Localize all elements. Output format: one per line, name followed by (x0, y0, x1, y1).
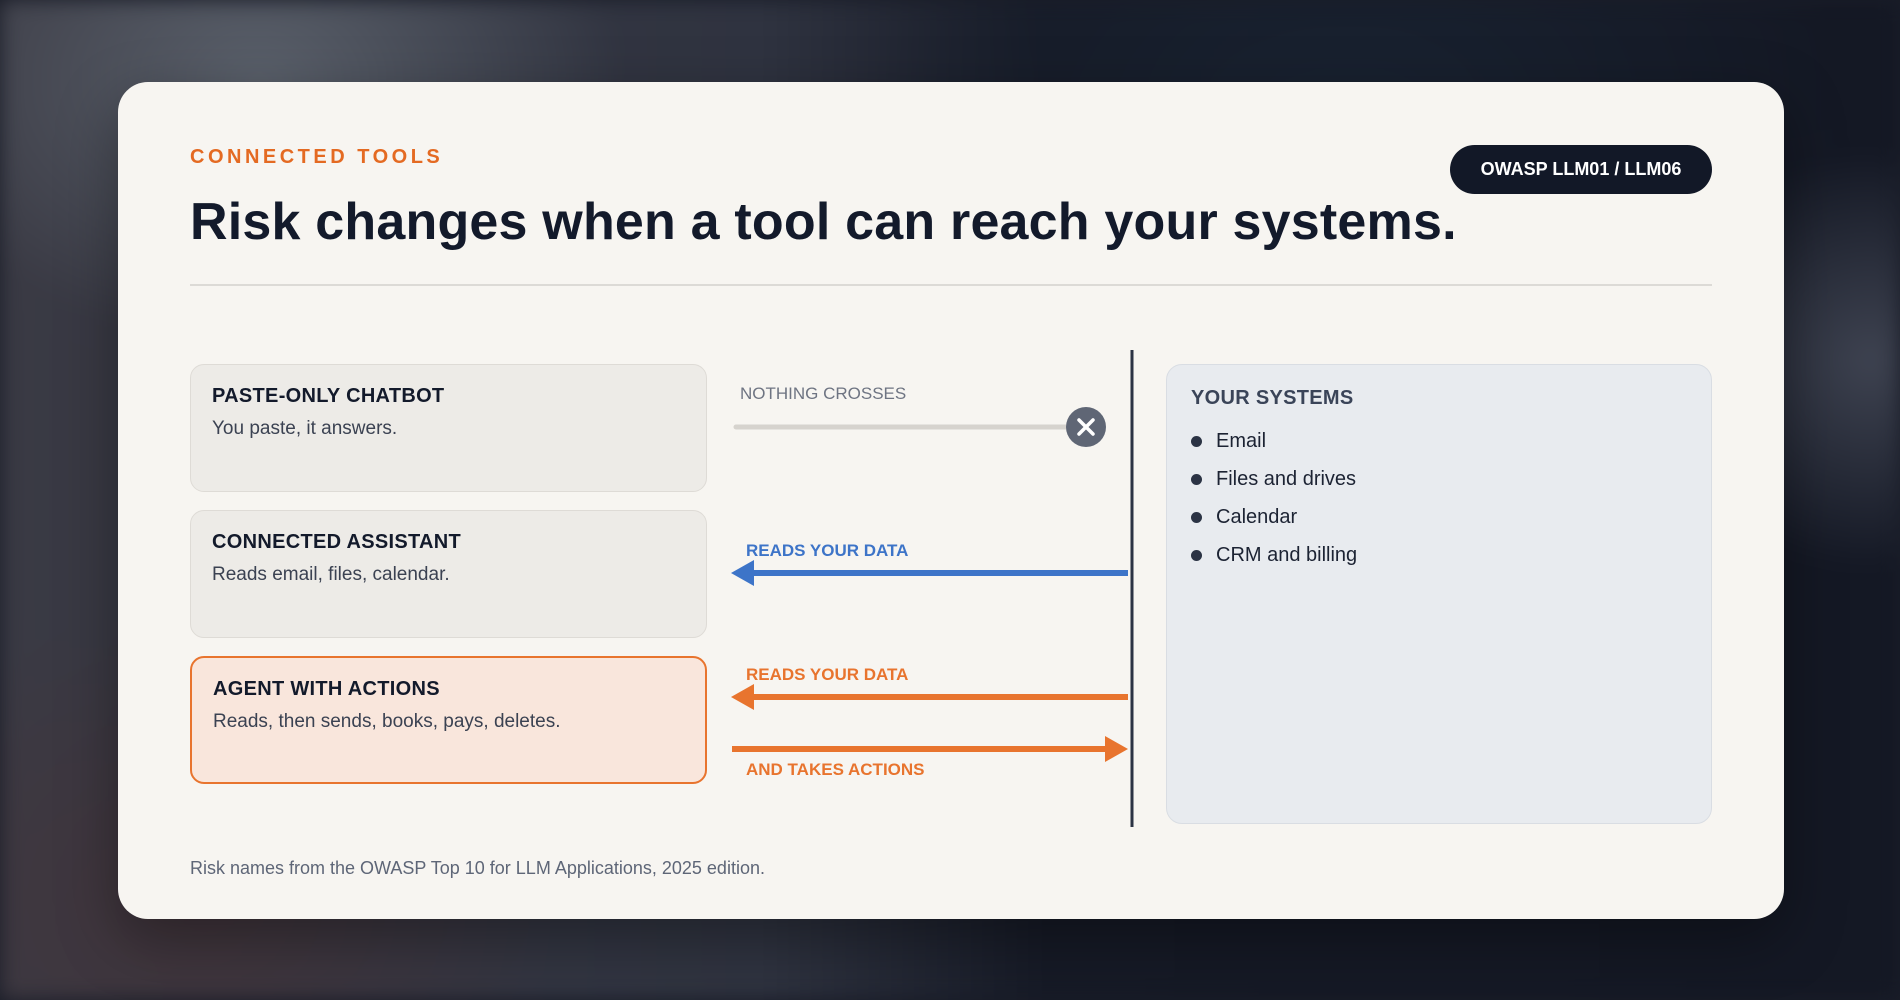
systems-title: YOUR SYSTEMS (1191, 387, 1354, 409)
system-item-label: Email (1216, 429, 1267, 452)
takes-actions-arrowhead (1105, 736, 1128, 762)
tier-name: PASTE-ONLY CHATBOT (212, 385, 445, 407)
system-item-email: Email (1191, 422, 1687, 460)
tier-description: You paste, it answers. (212, 418, 398, 439)
agent-reads-data-label: READS YOUR DATA (746, 665, 908, 684)
owasp-badge: OWASP LLM01 / LLM06 (1450, 145, 1712, 194)
your-systems-panel: YOUR SYSTEMS Email Files and drives Cale… (1166, 364, 1712, 824)
agent-reads-arrowhead (731, 684, 754, 710)
eyebrow-label: CONNECTED TOOLS (190, 146, 444, 168)
nothing-crosses-label: NOTHING CROSSES (740, 384, 906, 403)
blocked-x-icon (1066, 407, 1106, 447)
systems-list: Email Files and drives Calendar CRM and … (1191, 422, 1687, 574)
system-item-label: Calendar (1216, 505, 1298, 528)
reads-data-arrowhead (731, 560, 754, 586)
tier-connected-assistant: CONNECTED ASSISTANT Reads email, files, … (190, 510, 707, 638)
system-item-files: Files and drives (1191, 460, 1687, 498)
bullet-icon (1191, 511, 1202, 523)
system-item-label: Files and drives (1216, 467, 1357, 490)
system-item-crm: CRM and billing (1191, 536, 1687, 574)
bullet-icon (1191, 549, 1202, 561)
bullet-icon (1191, 473, 1202, 485)
page-title: Risk changes when a tool can reach your … (190, 193, 1457, 251)
takes-actions-label: AND TAKES ACTIONS (746, 760, 925, 779)
system-item-label: CRM and billing (1216, 543, 1358, 566)
bullet-icon (1191, 435, 1202, 447)
diagram-card: CONNECTED TOOLS Risk changes when a tool… (118, 82, 1784, 919)
tier-description: Reads email, files, calendar. (212, 564, 450, 585)
footnote: Risk names from the OWASP Top 10 for LLM… (190, 858, 765, 878)
tier-name: AGENT WITH ACTIONS (213, 678, 440, 700)
tier-paste-only-chatbot: PASTE-ONLY CHATBOT You paste, it answers… (190, 364, 707, 492)
tier-name: CONNECTED ASSISTANT (212, 531, 462, 553)
tier-description: Reads, then sends, books, pays, deletes. (213, 711, 561, 732)
tier-agent-with-actions: AGENT WITH ACTIONS Reads, then sends, bo… (190, 656, 707, 784)
reads-data-label: READS YOUR DATA (746, 541, 908, 560)
system-item-calendar: Calendar (1191, 498, 1687, 536)
header-divider (190, 284, 1712, 286)
